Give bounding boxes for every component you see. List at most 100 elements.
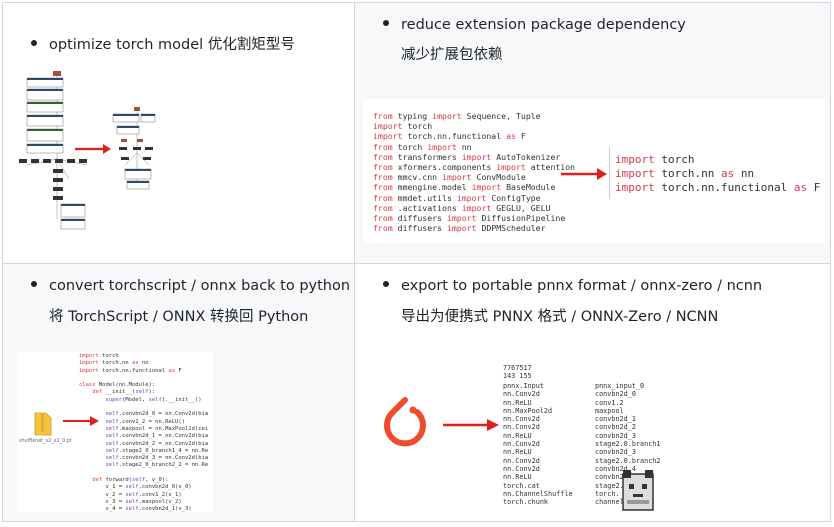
code-line — [79, 404, 208, 411]
pnnx-line: stage2.0.branch2.2 — [595, 456, 661, 465]
bullet-export: export to portable pnnx format / onnx-ze… — [383, 276, 762, 296]
code-line: from torch import nn — [373, 141, 472, 152]
code-line: from transformers import AutoTokenizer — [373, 151, 561, 162]
pnnx-line: convbn2d_3 — [595, 448, 636, 457]
pnnx-line: nn.Conv2d — [503, 456, 540, 465]
pnnx-line: convbn2d_5 — [595, 473, 636, 482]
cell-export-pnnx: export to portable pnnx format / onnx-ze… — [355, 264, 830, 521]
code-line: import torch.nn.functional as F — [373, 131, 526, 142]
pnnx-line: pnnx_input_0 — [595, 382, 645, 390]
code-line: from diffusers import DDPMScheduler — [373, 223, 546, 234]
cell-convert-back: convert torchscript / onnx back to pytho… — [3, 264, 355, 521]
pnnx-line: nn.ReLU — [503, 448, 532, 457]
code-line: self.conv1_2 = nn.ReLU() — [105, 418, 185, 425]
pnnx-line: nn.ReLU — [503, 398, 532, 407]
pnnx-line: nn.ChannelShuffle — [503, 489, 573, 498]
pnnx-line: nn.Conv2d — [503, 390, 540, 399]
code-line: self.stage2_0_branch1_4 = nn.Re — [105, 447, 209, 454]
arrow-icon — [561, 168, 607, 180]
pnnx-line: nn.ReLU — [503, 431, 532, 440]
code-line: from mmdet.utils import ConfigType — [373, 192, 541, 203]
code-line: super(Model, self).__init__() — [105, 396, 202, 403]
pnnx-line: convbn2d_0 — [595, 390, 636, 399]
pnnx-line: nn.Conv2d — [503, 464, 540, 473]
pnnx-line: pnnx.Input — [503, 382, 544, 390]
pnnx-line: convbn2d_2 — [595, 423, 636, 432]
pnnx-line: convbn2d_3 — [595, 431, 636, 440]
code-line: self.stage2_0_branch2_2 = nn.Re — [105, 462, 209, 469]
pnnx-line: nn.MaxPool2d — [503, 406, 553, 415]
bullet-dot — [31, 281, 37, 287]
pnnx-line: 7767517 — [503, 364, 532, 372]
code-line: def __init__(self): — [92, 389, 156, 396]
code-line: from typing import Sequence, Tuple — [373, 111, 541, 121]
pnnx-line: channel — [595, 498, 624, 507]
code-line: from mmcv.cnn import ConvModule — [373, 172, 526, 183]
subtitle-convert: 将 TorchScript / ONNX 转换回 Python — [49, 309, 309, 325]
code-line: self.maxpool = nn.MaxPool2d(cei — [105, 425, 209, 432]
bullet-convert: convert torchscript / onnx back to pytho… — [31, 276, 350, 296]
code-line: class Model(nn.Module): — [79, 382, 156, 389]
bullet-dot — [31, 40, 37, 46]
bullet-optimize: optimize torch model 优化割矩型号 — [31, 35, 295, 55]
bullet-dot — [383, 281, 389, 287]
code-line: v_3 = self.maxpool(v_2) — [79, 498, 182, 505]
pnnx-line: 143 155 — [503, 372, 532, 381]
code-line: self.convbn2d_3 = nn.Conv2d(bia — [105, 455, 209, 462]
code-line: import torch.nn as nn — [79, 360, 149, 367]
pnnx-line: nn.Conv2d — [503, 440, 540, 449]
code-line: import torch.nn as nn — [615, 167, 755, 180]
code-divider — [609, 147, 610, 199]
pytorch-logo-icon — [384, 397, 426, 447]
cell-optimize: optimize torch model 优化割矩型号 — [3, 3, 355, 264]
code-line: import torch.nn.functional as F — [79, 367, 182, 374]
code-line: import torch — [79, 353, 119, 359]
code-line: import torch — [373, 121, 433, 132]
pnnx-line: maxpool — [595, 406, 624, 415]
file-icon — [34, 412, 52, 436]
cell-reduce-dependency: reduce extension package dependency 减少扩展… — [355, 3, 830, 264]
pnnx-line: torch.chunk — [503, 498, 549, 507]
graph-optimization-diagram — [19, 71, 156, 230]
arrow-icon — [443, 419, 499, 431]
code-line: from xformers.components import attentio… — [373, 162, 576, 173]
pnnx-line: nn.ReLU — [503, 473, 532, 482]
code-line — [79, 470, 208, 477]
pnnx-line: stage2.0.b — [595, 481, 636, 490]
subtitle-reduce: 减少扩展包依赖 — [401, 47, 503, 63]
code-line: import torch.nn.functional as F — [615, 181, 821, 194]
arrow-icon — [63, 416, 99, 426]
bullet-dot — [383, 20, 389, 26]
ncnn-mascot-icon — [622, 470, 654, 511]
code-line: self.convbn2d_0 = nn.Conv2d(bia — [105, 411, 209, 418]
pnnx-line: torch.cat — [503, 481, 540, 490]
code-line: self.convbn2d_2 = nn.Conv2d(bia — [105, 440, 209, 447]
code-line: def forward(self, v_0): — [92, 477, 169, 484]
code-line: from diffusers import DiffusionPipeline — [373, 213, 566, 224]
code-line: v_1 = self.convbn2d_0(v_0) — [79, 484, 192, 491]
pnnx-line: nn.Conv2d — [503, 415, 540, 424]
pnnx-line: convbn2d_1 — [595, 415, 636, 424]
pnnx-line: convbn2d_4 — [595, 464, 636, 473]
code-line: import torch — [615, 153, 695, 166]
pnnx-line: torch. — [595, 489, 620, 498]
pnnx-line: nn.Conv2d — [503, 423, 540, 432]
file-label: shufflenet_v2_x1_0.pt — [19, 439, 72, 444]
code-line: v_2 = self.conv1_2(v_1) — [79, 491, 182, 498]
pnnx-line: stage2.0.branch1.4 — [595, 440, 661, 449]
code-line: v_4 = self.convbn2d_1(v_3) — [79, 506, 192, 512]
code-line: from .activations import GEGLU, GELU — [373, 202, 551, 213]
code-line: from mmengine.model import BaseModule — [373, 182, 556, 193]
code-line — [79, 375, 208, 382]
subtitle-export: 导出为便携式 PNNX 格式 / ONNX-Zero / NCNN — [401, 309, 719, 325]
